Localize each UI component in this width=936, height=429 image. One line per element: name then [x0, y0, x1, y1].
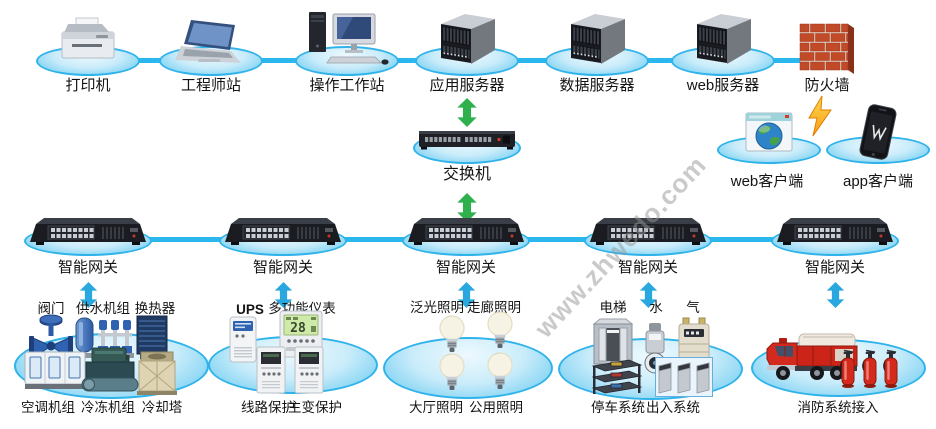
server-icon [687, 10, 759, 68]
node-printer: 打印机 [28, 0, 148, 96]
item-label: 水 [649, 300, 663, 315]
item-label: 停车系统 [591, 400, 645, 415]
node-operator-workstation: 操作工作站 [287, 0, 407, 96]
firewall-icon [799, 23, 854, 74]
node-label: 打印机 [65, 77, 111, 94]
group-power: UPS 多功能仪表 28 线路 [205, 296, 385, 421]
fire-extinguisher-icon [838, 348, 858, 390]
group-metering-access: 电梯 水 气 [555, 296, 755, 421]
lightning-icon [808, 95, 832, 137]
item-label: 主变保护 [288, 400, 342, 415]
browser-globe-icon [745, 112, 793, 152]
meter-reading: 28 [290, 321, 306, 336]
switch-label: 交换机 [442, 166, 492, 183]
gateway-label: 智能网关 [252, 259, 314, 276]
laptop-icon [175, 20, 241, 63]
gateway-icon [223, 210, 343, 250]
node-app-client: app客户端 [820, 104, 936, 196]
node-gateway-2: 智能网关 [213, 208, 353, 314]
node-gateway-3: 智能网关 [396, 208, 536, 314]
line-protection-panel-icon [254, 345, 288, 395]
gateway-icon [28, 210, 148, 250]
gateway-label: 智能网关 [57, 259, 119, 276]
node-core-switch: 交换机 [407, 96, 527, 228]
node-web-server: web服务器 [663, 0, 783, 96]
group-fire: 消防系统接入 [748, 296, 928, 421]
led-bulb-icon [437, 352, 467, 396]
switch-icon [419, 131, 515, 150]
item-label: 电梯 [599, 300, 627, 315]
server-icon [431, 10, 503, 68]
node-label: 操作工作站 [309, 77, 385, 94]
group-hvac-water: 阀门 供水机组 换热器 [10, 296, 220, 421]
gateway-icon [775, 210, 895, 250]
node-data-server: 数据服务器 [537, 0, 657, 96]
led-bulb-icon [485, 310, 515, 354]
node-gateway-4: 智能网关 [578, 208, 718, 314]
item-label: UPS [236, 302, 264, 317]
item-label: 大厅照明 [409, 400, 463, 415]
heat-exchanger-icon [136, 315, 168, 359]
node-app-server: 应用服务器 [407, 0, 527, 96]
item-label: 线路保护 [241, 400, 295, 415]
item-label: 出入系统 [646, 400, 700, 415]
node-label: web客户端 [730, 173, 804, 190]
gateway-label: 智能网关 [435, 259, 497, 276]
node-web-client: web客户端 [709, 104, 829, 196]
turnstile-gates-icon [655, 357, 713, 397]
printer-icon [61, 17, 115, 59]
transformer-protection-panel-icon [292, 345, 326, 395]
item-label: 走廊照明 [467, 300, 521, 315]
item-label: 供水机组 [76, 301, 130, 316]
node-label: 数据服务器 [559, 77, 635, 94]
node-gateway-5: 智能网关 [765, 208, 905, 314]
smartphone-icon [859, 104, 897, 160]
fire-extinguisher-icon [881, 348, 901, 390]
item-label: 消防系统接入 [797, 400, 879, 415]
item-label: 冷冻机组 [81, 400, 135, 415]
node-label: 防火墙 [804, 77, 850, 94]
gateway-icon [588, 210, 708, 250]
server-icon [561, 10, 633, 68]
node-label: 工程师站 [180, 77, 242, 94]
node-label: 应用服务器 [429, 77, 505, 94]
workstation-icon [309, 12, 389, 65]
item-label: 冷却塔 [141, 400, 183, 415]
stack-parking-icon [591, 359, 643, 394]
node-engineer-station: 工程师站 [151, 0, 271, 96]
platform-ellipse [383, 337, 553, 399]
gateway-icon [406, 210, 526, 250]
gateway-label: 智能网关 [617, 259, 679, 276]
node-label: app客户端 [842, 173, 914, 190]
ups-icon [229, 316, 257, 363]
node-gateway-1: 智能网关 [18, 208, 158, 314]
item-label: 公用照明 [469, 400, 523, 415]
node-firewall: 防火墙 [767, 0, 887, 96]
item-label: 阀门 [37, 301, 65, 316]
group-lighting: 泛光照明 走廊照明 大厅照明 公用照明 [380, 296, 560, 421]
chiller-unit-icon [81, 347, 139, 392]
air-handling-unit-icon [24, 351, 86, 389]
elevator-icon [592, 318, 634, 365]
cooling-tower-icon [137, 351, 177, 395]
fire-extinguisher-icon [860, 348, 880, 390]
gas-meter-icon [678, 317, 710, 362]
gateway-label: 智能网关 [804, 259, 866, 276]
item-label: 泛光照明 [410, 300, 464, 315]
node-label: web服务器 [686, 77, 760, 94]
item-label: 空调机组 [21, 400, 75, 415]
item-label: 气 [686, 300, 700, 315]
item-label: 换热器 [134, 301, 176, 316]
led-bulb-icon [485, 351, 515, 395]
